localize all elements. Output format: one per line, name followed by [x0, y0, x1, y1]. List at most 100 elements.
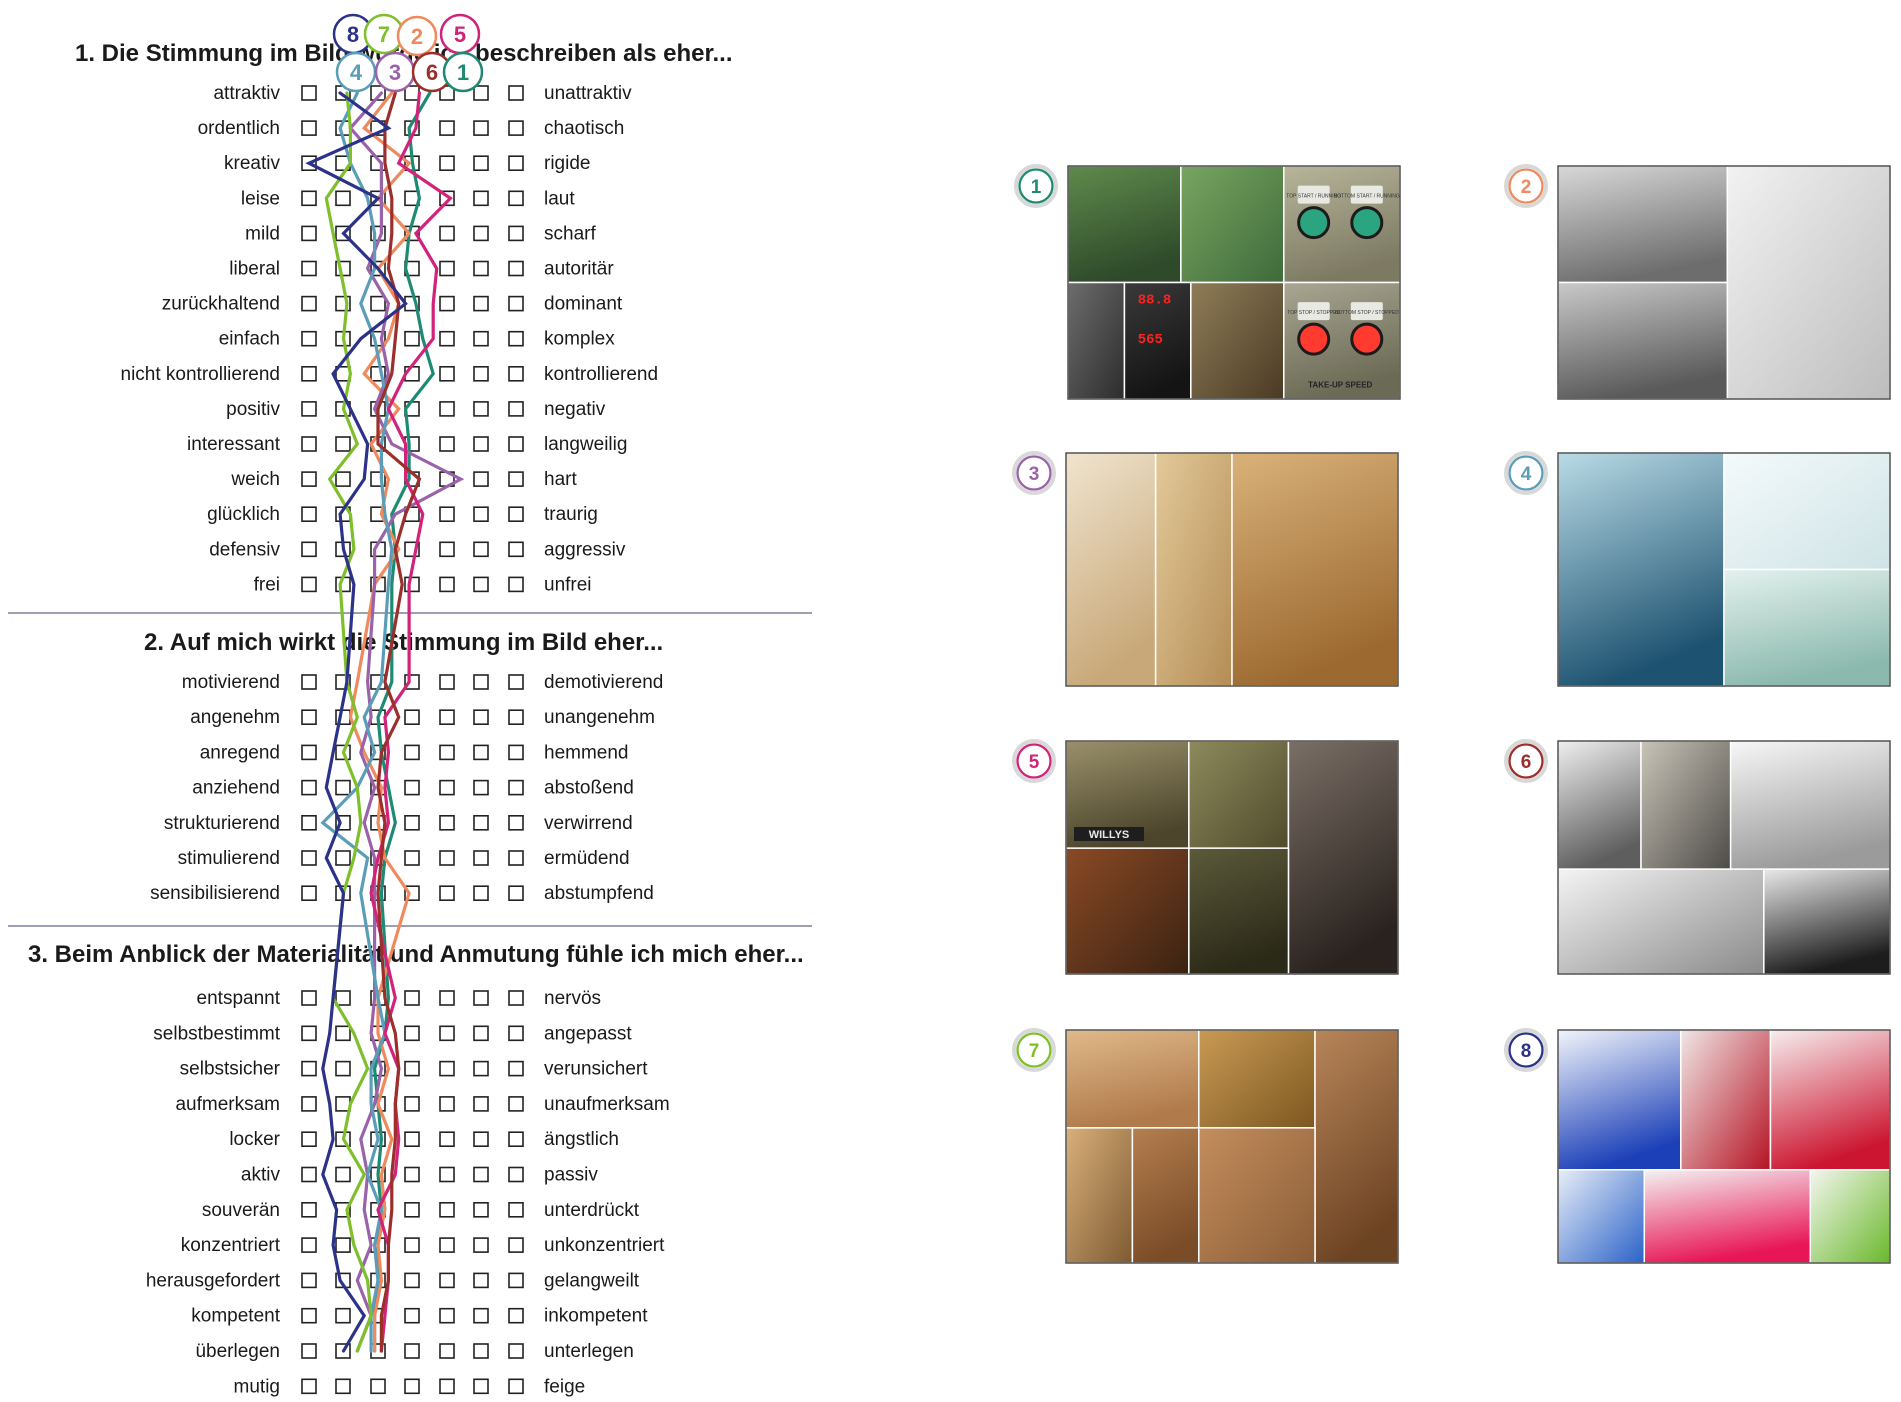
checkbox-4[interactable] — [404, 814, 420, 831]
checkbox-4[interactable] — [404, 1096, 420, 1112]
checkbox-4[interactable] — [404, 1166, 420, 1183]
checkbox-6[interactable] — [473, 436, 489, 452]
checkbox-5[interactable] — [439, 506, 455, 523]
checkbox-7[interactable] — [508, 1060, 524, 1077]
checkbox-1[interactable] — [301, 1272, 317, 1289]
checkbox-1[interactable] — [301, 1378, 317, 1395]
checkbox-4[interactable] — [404, 1060, 420, 1077]
checkbox-5[interactable] — [439, 744, 455, 761]
checkbox-3[interactable] — [370, 1378, 386, 1395]
checkbox-7[interactable] — [508, 260, 524, 277]
checkbox-2[interactable] — [335, 471, 351, 487]
checkbox-7[interactable] — [508, 1131, 524, 1147]
checkbox-5[interactable] — [439, 1307, 455, 1324]
checkbox-6[interactable] — [473, 541, 489, 558]
checkbox-6[interactable] — [473, 506, 489, 523]
checkbox-1[interactable] — [301, 576, 317, 593]
checkbox-6[interactable] — [473, 190, 489, 207]
checkbox-1[interactable] — [301, 1237, 317, 1253]
checkbox-5[interactable] — [439, 1025, 455, 1042]
checkbox-7[interactable] — [508, 1025, 524, 1042]
checkbox-1[interactable] — [301, 1166, 317, 1183]
checkbox-5[interactable] — [439, 260, 455, 277]
checkbox-2[interactable] — [335, 1060, 351, 1077]
checkbox-1[interactable] — [301, 744, 317, 761]
checkbox-7[interactable] — [508, 295, 524, 312]
checkbox-5[interactable] — [439, 1237, 455, 1253]
checkbox-6[interactable] — [473, 1166, 489, 1183]
checkbox-7[interactable] — [508, 709, 524, 726]
checkbox-6[interactable] — [473, 1202, 489, 1218]
checkbox-7[interactable] — [508, 1202, 524, 1218]
checkbox-4[interactable] — [404, 1307, 420, 1324]
checkbox-1[interactable] — [301, 365, 317, 382]
checkbox-2[interactable] — [335, 1378, 351, 1395]
checkbox-1[interactable] — [301, 190, 317, 207]
checkbox-4[interactable] — [404, 1343, 420, 1359]
checkbox-5[interactable] — [439, 120, 455, 136]
checkbox-2[interactable] — [335, 779, 351, 796]
checkbox-6[interactable] — [473, 1343, 489, 1359]
checkbox-5[interactable] — [439, 365, 455, 382]
checkbox-1[interactable] — [301, 1343, 317, 1359]
checkbox-7[interactable] — [508, 1343, 524, 1359]
checkbox-6[interactable] — [473, 260, 489, 277]
checkbox-7[interactable] — [508, 436, 524, 452]
checkbox-5[interactable] — [439, 576, 455, 593]
checkbox-5[interactable] — [439, 674, 455, 690]
checkbox-6[interactable] — [473, 1378, 489, 1395]
checkbox-2[interactable] — [335, 1237, 351, 1253]
checkbox-4[interactable] — [404, 1131, 420, 1147]
checkbox-1[interactable] — [301, 401, 317, 417]
checkbox-7[interactable] — [508, 225, 524, 242]
checkbox-6[interactable] — [473, 155, 489, 171]
checkbox-6[interactable] — [473, 1131, 489, 1147]
checkbox-5[interactable] — [439, 401, 455, 417]
checkbox-1[interactable] — [301, 779, 317, 796]
checkbox-5[interactable] — [439, 814, 455, 831]
checkbox-5[interactable] — [439, 1343, 455, 1359]
checkbox-7[interactable] — [508, 1307, 524, 1324]
checkbox-7[interactable] — [508, 674, 524, 690]
checkbox-1[interactable] — [301, 436, 317, 452]
checkbox-1[interactable] — [301, 885, 317, 902]
checkbox-5[interactable] — [439, 1096, 455, 1112]
checkbox-7[interactable] — [508, 1166, 524, 1183]
checkbox-7[interactable] — [508, 814, 524, 831]
checkbox-4[interactable] — [404, 744, 420, 761]
checkbox-6[interactable] — [473, 744, 489, 761]
checkbox-4[interactable] — [404, 850, 420, 866]
checkbox-7[interactable] — [508, 1096, 524, 1112]
checkbox-6[interactable] — [473, 330, 489, 347]
checkbox-5[interactable] — [439, 155, 455, 171]
checkbox-6[interactable] — [473, 779, 489, 796]
checkbox-2[interactable] — [335, 990, 351, 1006]
checkbox-5[interactable] — [439, 709, 455, 726]
checkbox-5[interactable] — [439, 85, 455, 101]
checkbox-1[interactable] — [301, 295, 317, 312]
checkbox-5[interactable] — [439, 1131, 455, 1147]
checkbox-6[interactable] — [473, 814, 489, 831]
checkbox-7[interactable] — [508, 1272, 524, 1289]
checkbox-5[interactable] — [439, 330, 455, 347]
checkbox-1[interactable] — [301, 541, 317, 558]
checkbox-6[interactable] — [473, 1096, 489, 1112]
checkbox-1[interactable] — [301, 225, 317, 242]
checkbox-1[interactable] — [301, 1131, 317, 1147]
checkbox-6[interactable] — [473, 990, 489, 1006]
checkbox-7[interactable] — [508, 541, 524, 558]
checkbox-4[interactable] — [404, 709, 420, 726]
checkbox-1[interactable] — [301, 814, 317, 831]
checkbox-5[interactable] — [439, 295, 455, 312]
checkbox-6[interactable] — [473, 1307, 489, 1324]
checkbox-7[interactable] — [508, 576, 524, 593]
checkbox-1[interactable] — [301, 471, 317, 487]
checkbox-4[interactable] — [404, 1025, 420, 1042]
checkbox-3[interactable] — [370, 295, 386, 312]
checkbox-3[interactable] — [370, 85, 386, 101]
checkbox-6[interactable] — [473, 365, 489, 382]
checkbox-1[interactable] — [301, 1307, 317, 1324]
checkbox-5[interactable] — [439, 885, 455, 902]
checkbox-2[interactable] — [335, 1166, 351, 1183]
checkbox-5[interactable] — [439, 1378, 455, 1395]
